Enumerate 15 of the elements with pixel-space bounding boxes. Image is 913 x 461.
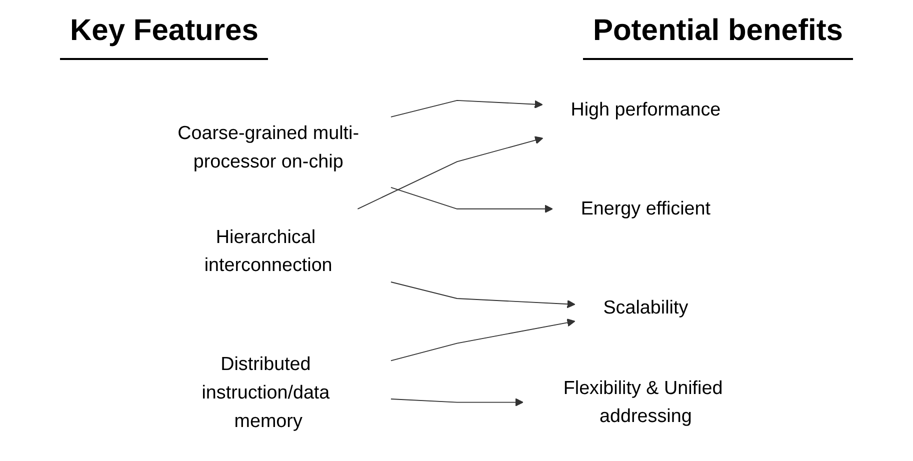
arrow <box>390 186 552 214</box>
arrow <box>390 318 575 362</box>
arrow <box>356 136 543 210</box>
arrow <box>390 282 575 308</box>
column-heading: Potential benefits <box>582 14 853 60</box>
arrow <box>390 398 523 406</box>
arrow <box>390 100 542 118</box>
node-text: High performance <box>570 99 720 120</box>
node-text: Hierarchical interconnection <box>204 226 332 276</box>
node-text: Coarse-grained multi-processor on-chip <box>177 123 359 172</box>
column-heading: Key Features <box>60 14 268 60</box>
node-text: Flexibility & Unified addressing <box>562 378 722 427</box>
node-text: Scalability <box>602 298 688 318</box>
node-text: Energy efficient <box>580 198 710 220</box>
node-text: Distributed instruction/data memory <box>201 354 330 432</box>
